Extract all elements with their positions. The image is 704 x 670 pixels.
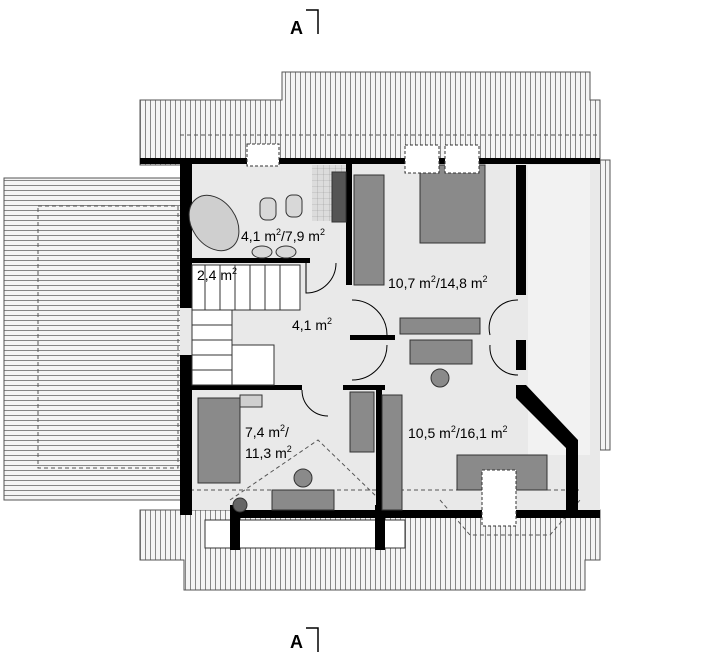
svg-text:A: A: [290, 632, 303, 652]
sink-icon: [251, 245, 273, 259]
desk-icon: [271, 489, 335, 511]
plant-icon: [232, 497, 248, 513]
toilet-icon: [259, 197, 277, 221]
wardrobe: [349, 391, 375, 453]
svg-text:A: A: [290, 18, 303, 38]
room-label-bedroom-1: 10,7 m2/14,8 m2: [388, 274, 488, 291]
bedroom-3-furniture: [381, 394, 548, 527]
sink-icon: [275, 245, 297, 259]
room-label-bedroom-3: 10,5 m2/16,1 m2: [408, 424, 508, 441]
wardrobe: [381, 394, 403, 511]
toilet-icon: [285, 194, 303, 218]
chair-icon: [430, 368, 450, 388]
bedroom-1-furniture: [353, 144, 486, 388]
roof-top: [139, 71, 601, 166]
bed-icon: [197, 397, 241, 484]
desk-icon: [409, 339, 473, 365]
door-swing-icon: [489, 344, 519, 376]
door-swing-icon: [488, 299, 519, 336]
room-label-bedroom-2: 7,4 m2/: [245, 423, 289, 440]
desk-icon: [399, 317, 481, 335]
section-marker-top: A: [290, 9, 319, 38]
chair-icon: [293, 468, 313, 488]
room-labels: 4,1 m2/7,9 m2 2,4 m2 4,1 m2 10,7 m2/14,8…: [197, 227, 508, 461]
roof-left: [3, 177, 183, 501]
wardrobe: [353, 174, 385, 286]
bedroom-2-furniture: [197, 391, 375, 513]
room-label-hall: 4,1 m2: [292, 316, 332, 333]
skylight: [246, 143, 280, 167]
section-marker-bottom: A: [290, 627, 319, 652]
stairs-icon: [191, 264, 301, 386]
door-swing-icon: [351, 299, 388, 336]
bed-icon: [419, 164, 486, 244]
bathtub-icon: [188, 194, 240, 252]
door-swing-icon: [351, 344, 388, 381]
room-label-bathroom: 4,1 m2/7,9 m2: [241, 227, 325, 244]
room-label-bedroom-2-line2: 11,3 m2: [245, 444, 292, 461]
bathroom-fixtures: [188, 143, 347, 259]
door-swing-icon: [301, 389, 329, 417]
stove-icon: [331, 171, 347, 223]
room-label-storage: 2,4 m2: [197, 266, 237, 283]
roof-left-inner: [37, 205, 179, 469]
door-swing-icon: [305, 262, 337, 294]
